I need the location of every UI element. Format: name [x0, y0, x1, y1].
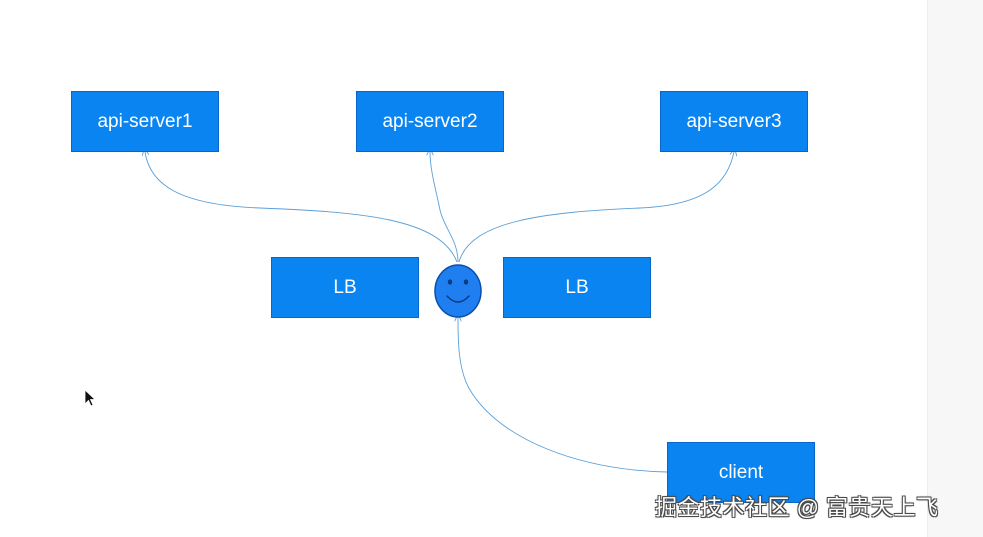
- edge-client-to-face: [458, 318, 668, 473]
- lb-left-node[interactable]: LB: [271, 257, 419, 318]
- client-node[interactable]: client: [667, 442, 815, 503]
- api-server1-node[interactable]: api-server1: [71, 91, 219, 152]
- api-server3-node[interactable]: api-server3: [660, 91, 808, 152]
- mouse-cursor-icon: [84, 389, 97, 407]
- right-panel-edge: [927, 0, 983, 537]
- lb-right-node[interactable]: LB: [503, 257, 651, 318]
- edge-face-to-api-server1: [145, 152, 458, 263]
- edge-face-to-api-server3: [458, 152, 734, 263]
- watermark-text: 掘金技术社区 @ 富贵天上飞: [655, 495, 939, 520]
- smiley-face-icon: [434, 264, 482, 318]
- edge-face-to-api-server2: [430, 152, 459, 263]
- api-server2-node[interactable]: api-server2: [356, 91, 504, 152]
